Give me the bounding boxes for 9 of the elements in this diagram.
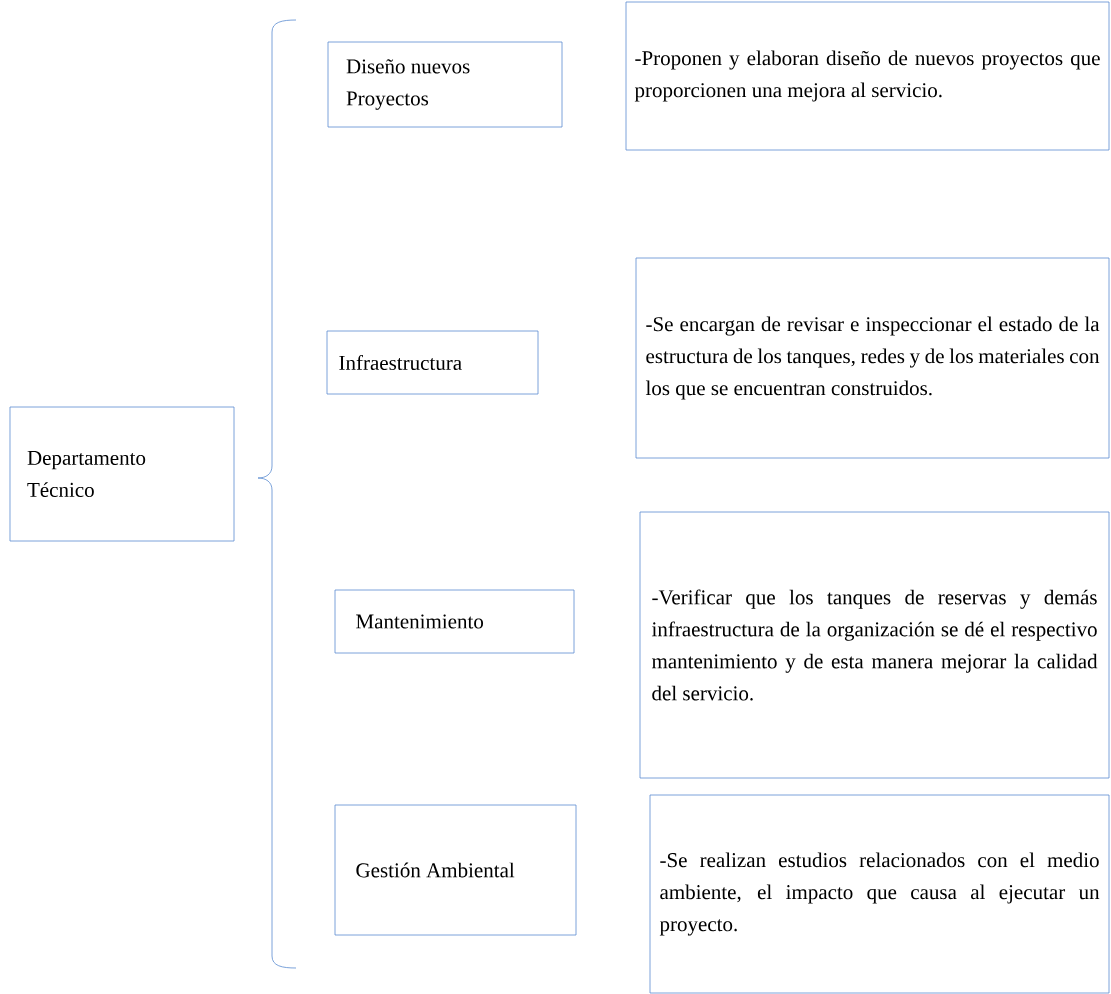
- area-box: Gestión Ambiental: [334, 804, 577, 936]
- description-box: -Se realizan estudios relacionados con el medio ambiente, el impacto que causa al ejecutar un proyecto.: [649, 794, 1110, 994]
- description-box: -Verificar que los tanques de reservas y demás infraestructura de la organización se dé el respectivo mantenimiento y de esta manera mejorar la calidad del servicio.: [639, 511, 1110, 779]
- area-box: Mantenimiento: [334, 589, 575, 654]
- description-box: -Se encargan de revisar e inspeccionar el estado de la estructura de los tanques, redes y de los materiales con los que se encuentran construidos.: [635, 257, 1110, 459]
- area-box: Infraestructura: [326, 330, 539, 395]
- department-box: Departamento Técnico: [9, 406, 235, 542]
- description-box: -Proponen y elaboran diseño de nuevos proyectos que proporcionen una mejora al servicio.: [625, 1, 1110, 151]
- area-box: Diseño nuevos Proyectos: [327, 41, 563, 128]
